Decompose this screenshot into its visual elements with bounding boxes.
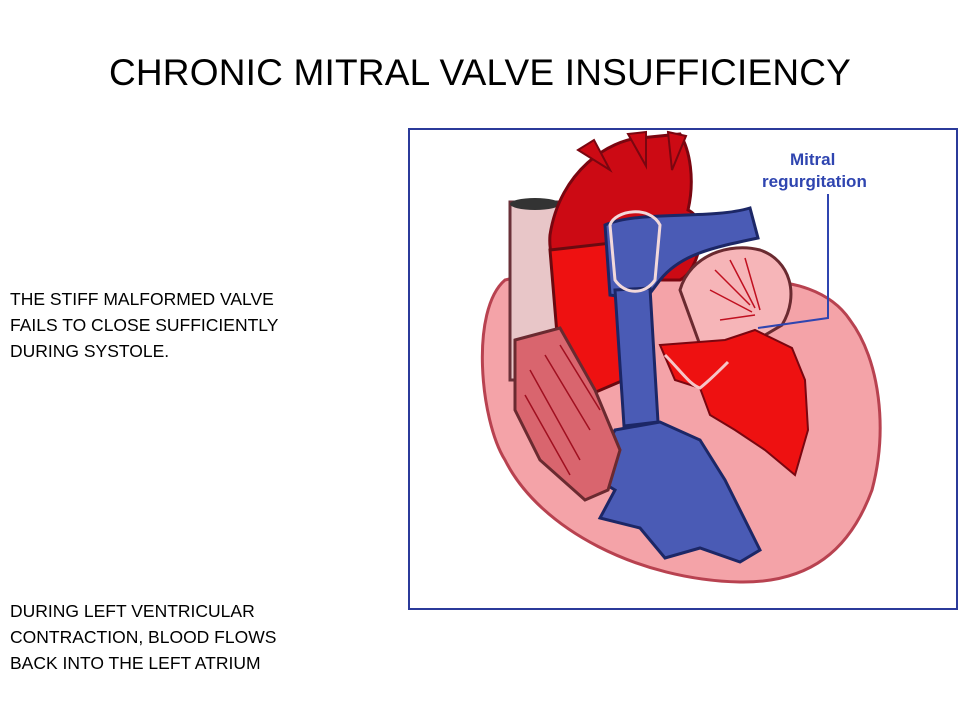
valve-description: THE STIFF MALFORMED VALVE FAILS TO CLOSE… <box>10 286 370 364</box>
right-atrium-wall-lines <box>524 344 601 476</box>
callout-leader-line <box>757 194 829 329</box>
valve-description-line: FAILS TO CLOSE SUFFICIENTLY <box>10 315 279 335</box>
aortic-branch <box>666 130 688 171</box>
callout-label-regurgitation: regurgitation <box>762 172 867 191</box>
right-atrium <box>513 326 622 502</box>
aortic-valve-outline <box>608 210 662 293</box>
contraction-description-line: CONTRACTION, BLOOD FLOWS <box>10 627 277 647</box>
right-ventricle <box>587 420 762 564</box>
contraction-description-line: BACK INTO THE LEFT ATRIUM <box>10 653 261 673</box>
callout-label-mitral: Mitral <box>790 150 836 169</box>
contraction-description: DURING LEFT VENTRICULAR CONTRACTION, BLO… <box>10 598 370 676</box>
left-atrium <box>678 246 793 352</box>
left-atrium-wall-lines <box>709 257 761 321</box>
valve-description-line: THE STIFF MALFORMED VALVE <box>10 289 274 309</box>
heart-diagram: Mitral regurgitation <box>408 128 958 610</box>
aortic-branch <box>626 130 647 170</box>
valve-description-line: DURING SYSTOLE. <box>10 341 170 361</box>
slide-title: CHRONIC MITRAL VALVE INSUFFICIENCY <box>108 52 852 93</box>
pulmonary-artery <box>603 206 760 302</box>
mitral-valve <box>663 353 730 390</box>
contraction-description-line: DURING LEFT VENTRICULAR <box>10 601 255 621</box>
aortic-branch <box>576 138 613 173</box>
pulmonary-trunk <box>613 286 660 428</box>
vena-cava-opening <box>510 198 560 210</box>
heart-illustration <box>480 130 882 584</box>
